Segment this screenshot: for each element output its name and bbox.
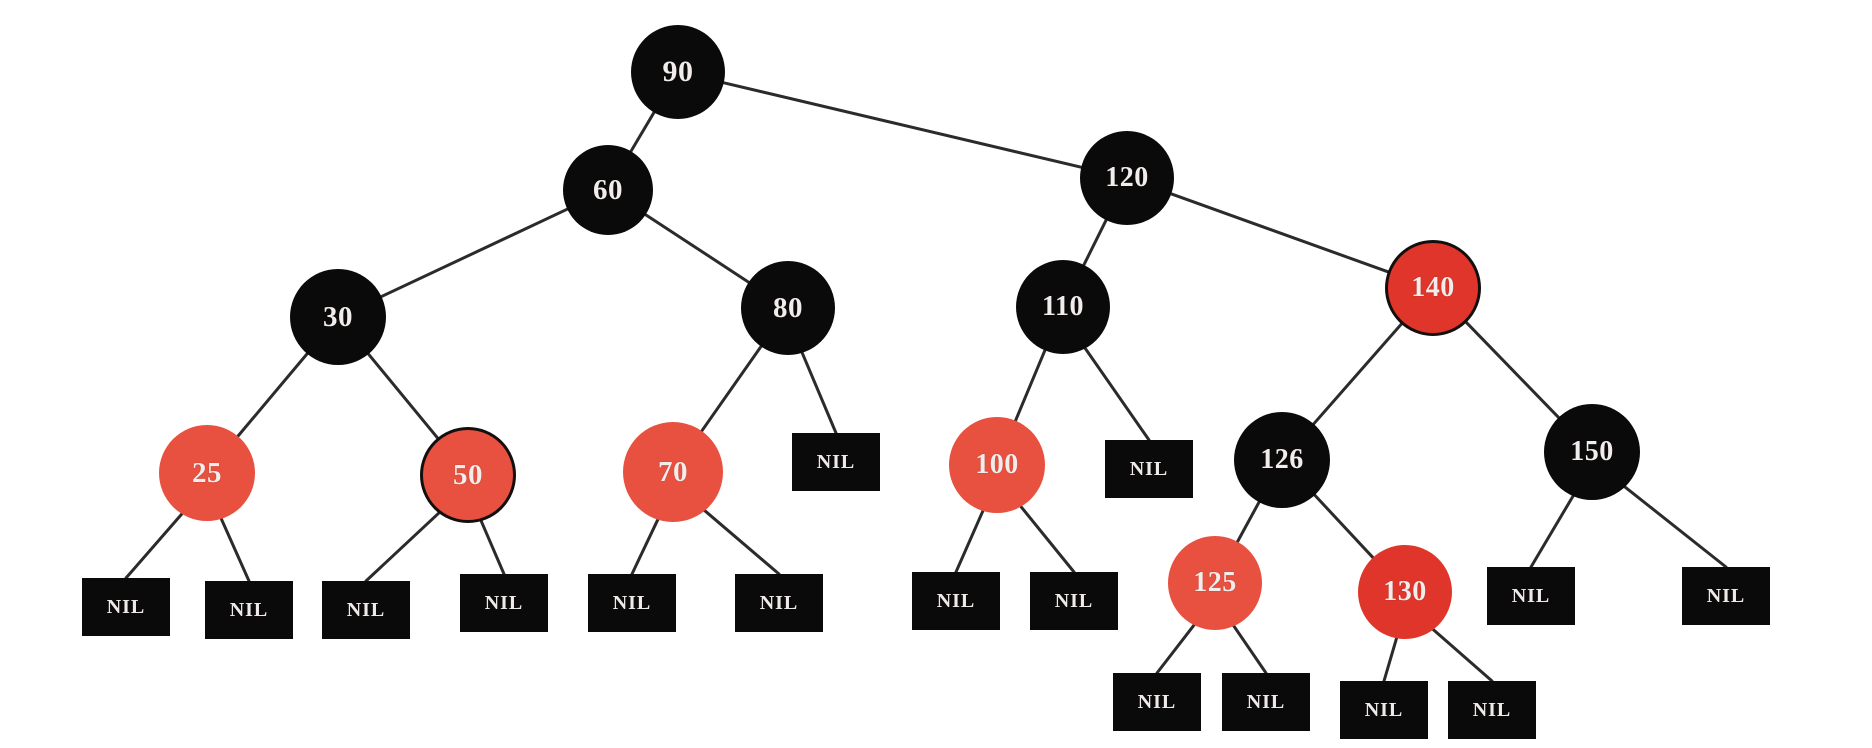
tree-nil-leaf: NIL [1487,567,1575,625]
tree-node-90: 90 [631,25,725,119]
tree-edge [364,510,442,583]
tree-node-label: 80 [773,291,803,324]
tree-edge [478,517,506,576]
tree-nil-label: NIL [1706,584,1746,607]
tree-nil-label: NIL [612,591,652,614]
tree-node-30: 30 [290,269,386,365]
tree-edge [1082,345,1151,442]
tree-nil-label: NIL [759,591,799,614]
tree-edge [799,349,838,435]
tree-nil-leaf: NIL [1113,673,1201,731]
tree-nil-leaf: NIL [1682,567,1770,625]
tree-node-label: 30 [323,300,353,333]
tree-edge [720,80,1085,170]
tree-nil-leaf: NIL [735,574,823,632]
tree-nil-leaf: NIL [1222,673,1310,731]
tree-nil-label: NIL [1246,690,1286,713]
tree-nil-label: NIL [106,595,146,618]
tree-edge [235,350,310,440]
tree-node-label: 70 [658,455,688,488]
tree-node-label: 50 [453,458,483,491]
tree-node-60: 60 [563,145,653,235]
tree-nil-leaf: NIL [1105,440,1193,498]
tree-edge [1382,634,1399,683]
tree-node-label: 110 [1042,291,1084,322]
tree-nil-label: NIL [1054,589,1094,612]
tree-node-126: 126 [1234,412,1330,508]
tree-node-125: 125 [1168,536,1262,630]
tree-edge [1463,319,1562,421]
tree-edge [1311,492,1376,561]
tree-edge [630,516,661,576]
tree-edge [1155,621,1197,675]
tree-node-120: 120 [1080,131,1174,225]
tree-edge [1621,484,1728,569]
tree-node-110: 110 [1016,260,1110,354]
tree-edge [1430,626,1494,683]
tree-node-label: 120 [1105,162,1149,193]
tree-nil-leaf: NIL [1340,681,1428,739]
tree-nil-label: NIL [1129,457,1169,480]
tree-node-label: 100 [975,449,1019,480]
tree-nil-label: NIL [1137,690,1177,713]
tree-node-label: 126 [1260,444,1304,475]
tree-nil-leaf: NIL [1448,681,1536,739]
tree-edge [124,510,185,580]
tree-edge [1529,492,1576,569]
tree-nil-label: NIL [1364,698,1404,721]
tree-nil-leaf: NIL [912,572,1000,630]
tree-nil-leaf: NIL [792,433,880,491]
tree-nil-leaf: NIL [460,574,548,632]
tree-edge [1310,321,1405,427]
tree-edge [1235,498,1262,545]
tree-nil-label: NIL [346,598,386,621]
tree-node-25: 25 [159,425,255,521]
tree-node-50: 50 [420,427,516,523]
tree-nil-label: NIL [936,589,976,612]
tree-edge [378,206,571,299]
tree-nil-label: NIL [1472,698,1512,721]
tree-node-label: 25 [192,456,222,489]
tree-nil-leaf: NIL [588,574,676,632]
tree-node-label: 150 [1570,436,1614,467]
tree-edge [628,109,657,155]
tree-node-80: 80 [741,261,835,355]
tree-edge [365,351,441,441]
tree-nil-leaf: NIL [82,578,170,636]
tree-nil-label: NIL [484,591,524,614]
tree-node-70: 70 [623,422,723,522]
tree-edge [1018,503,1076,574]
tree-node-label: 90 [662,55,694,88]
tree-node-label: 130 [1383,576,1427,607]
tree-node-100: 100 [949,417,1045,513]
tree-node-130: 130 [1358,545,1452,639]
tree-node-label: 140 [1411,272,1455,303]
tree-edge [954,507,986,574]
tree-nil-leaf: NIL [205,581,293,639]
tree-nil-leaf: NIL [1030,572,1118,630]
tree-edge [218,515,251,583]
tree-edge [1231,622,1268,675]
tree-nil-label: NIL [816,450,856,473]
tree-nil-label: NIL [1511,584,1551,607]
tree-edge [1013,347,1048,425]
tree-nil-label: NIL [229,598,269,621]
tree-node-label: 60 [593,173,623,206]
tree-nil-leaf: NIL [322,581,410,639]
tree-edge [699,343,764,435]
tree-node-150: 150 [1544,404,1640,500]
tree-edge [642,212,752,285]
tree-edge [1167,191,1392,274]
tree-node-140: 140 [1385,240,1481,336]
tree-edge [1081,216,1109,269]
tree-edge [701,507,781,576]
tree-node-label: 125 [1193,567,1237,598]
